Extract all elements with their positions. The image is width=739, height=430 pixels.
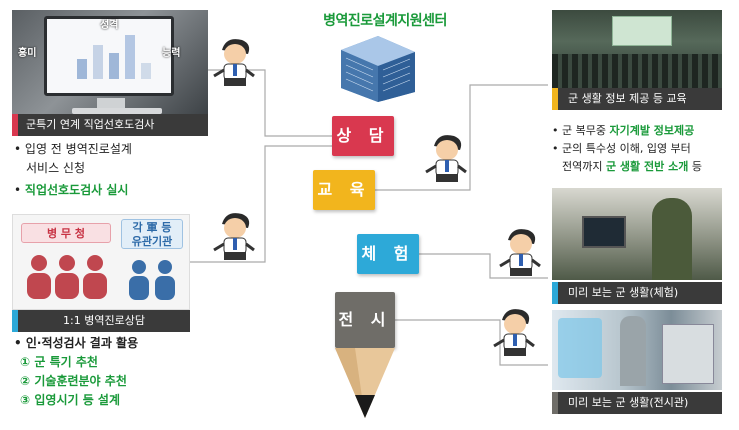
center-title: 병역진로설계지원센터: [300, 10, 470, 30]
mma-tag: 병 무 청: [21, 223, 111, 243]
counseling-caption: 1:1 병역진로상담: [12, 310, 190, 332]
agency-tag: 각 軍 등 유관기관: [121, 219, 183, 249]
aptitude-test-caption: 군특기 연계 직업선호도검사: [12, 114, 208, 136]
bullet-item: • 군의 특수성 이해, 입영 부터: [552, 140, 738, 158]
agency-group-icon: [125, 255, 181, 303]
building-icon: [337, 32, 419, 104]
soldier-figure: [652, 198, 692, 280]
screen-word-interest: 흥미: [18, 44, 36, 59]
bullet-item: • 직업선호도검사 실시: [14, 181, 204, 200]
monitor-stand: [97, 98, 125, 108]
exhibition-photo: [552, 310, 722, 390]
list-item: ① 군 특기 추천: [14, 353, 204, 372]
exhibit-display: [662, 324, 714, 384]
pencil-segment-experience: 체 험: [357, 234, 419, 274]
counselor-group-icon: [23, 249, 111, 303]
screen-word-personality: 성격: [100, 16, 118, 31]
bullet-item: • 군 복무중 자기계발 정보제공: [552, 122, 738, 140]
projection-screen: [612, 16, 672, 46]
character-icon: [212, 36, 256, 90]
exhibition-caption: 미리 보는 군 생활(전시관): [552, 392, 722, 414]
bullet-item: • 입영 전 병역진로설계: [14, 140, 204, 159]
counseling-heading: • 인·적성검사 결과 활용: [14, 334, 204, 353]
screen-word-ability: 능력: [162, 44, 180, 59]
pencil-segment-exhibition: 전 시: [335, 292, 395, 348]
list-item: ③ 입영시기 등 설계: [14, 391, 204, 410]
education-photo: [552, 10, 722, 88]
education-bullets: • 군 복무중 자기계발 정보제공 • 군의 특수성 이해, 입영 부터 전역까…: [552, 122, 738, 176]
exhibit-statue: [620, 316, 646, 386]
pencil-segment-counsel: 상 담: [332, 116, 394, 156]
list-item: ② 기술훈련분야 추천: [14, 372, 204, 391]
counseling-list: • 인·적성검사 결과 활용 ① 군 특기 추천 ② 기술훈련분야 추천 ③ 입…: [14, 334, 204, 410]
pencil-tip-icon: [335, 348, 395, 418]
bullet-item: 전역까지 군 생활 전반 소개 등: [552, 158, 738, 176]
aptitude-test-bullets: • 입영 전 병역진로설계 서비스 신청 • 직업선호도검사 실시: [14, 140, 204, 200]
experience-caption: 미리 보는 군 생활(체험): [552, 282, 722, 304]
character-icon: [212, 210, 256, 264]
education-caption: 군 생활 정보 제공 등 교육: [552, 88, 722, 110]
bullet-item: 서비스 신청: [14, 159, 204, 178]
counseling-panel: 병 무 청 각 軍 등 유관기관: [12, 214, 190, 310]
character-icon: [492, 306, 536, 360]
character-icon: [424, 132, 468, 186]
character-icon: [498, 226, 542, 280]
experience-photo: [552, 188, 722, 280]
simulator-screen: [582, 216, 626, 248]
pencil-segment-education: 교 육: [313, 170, 375, 210]
exhibit-poster: [558, 318, 602, 378]
audience: [552, 54, 722, 88]
aptitude-test-photo: 성격 흥미 능력: [12, 10, 208, 114]
